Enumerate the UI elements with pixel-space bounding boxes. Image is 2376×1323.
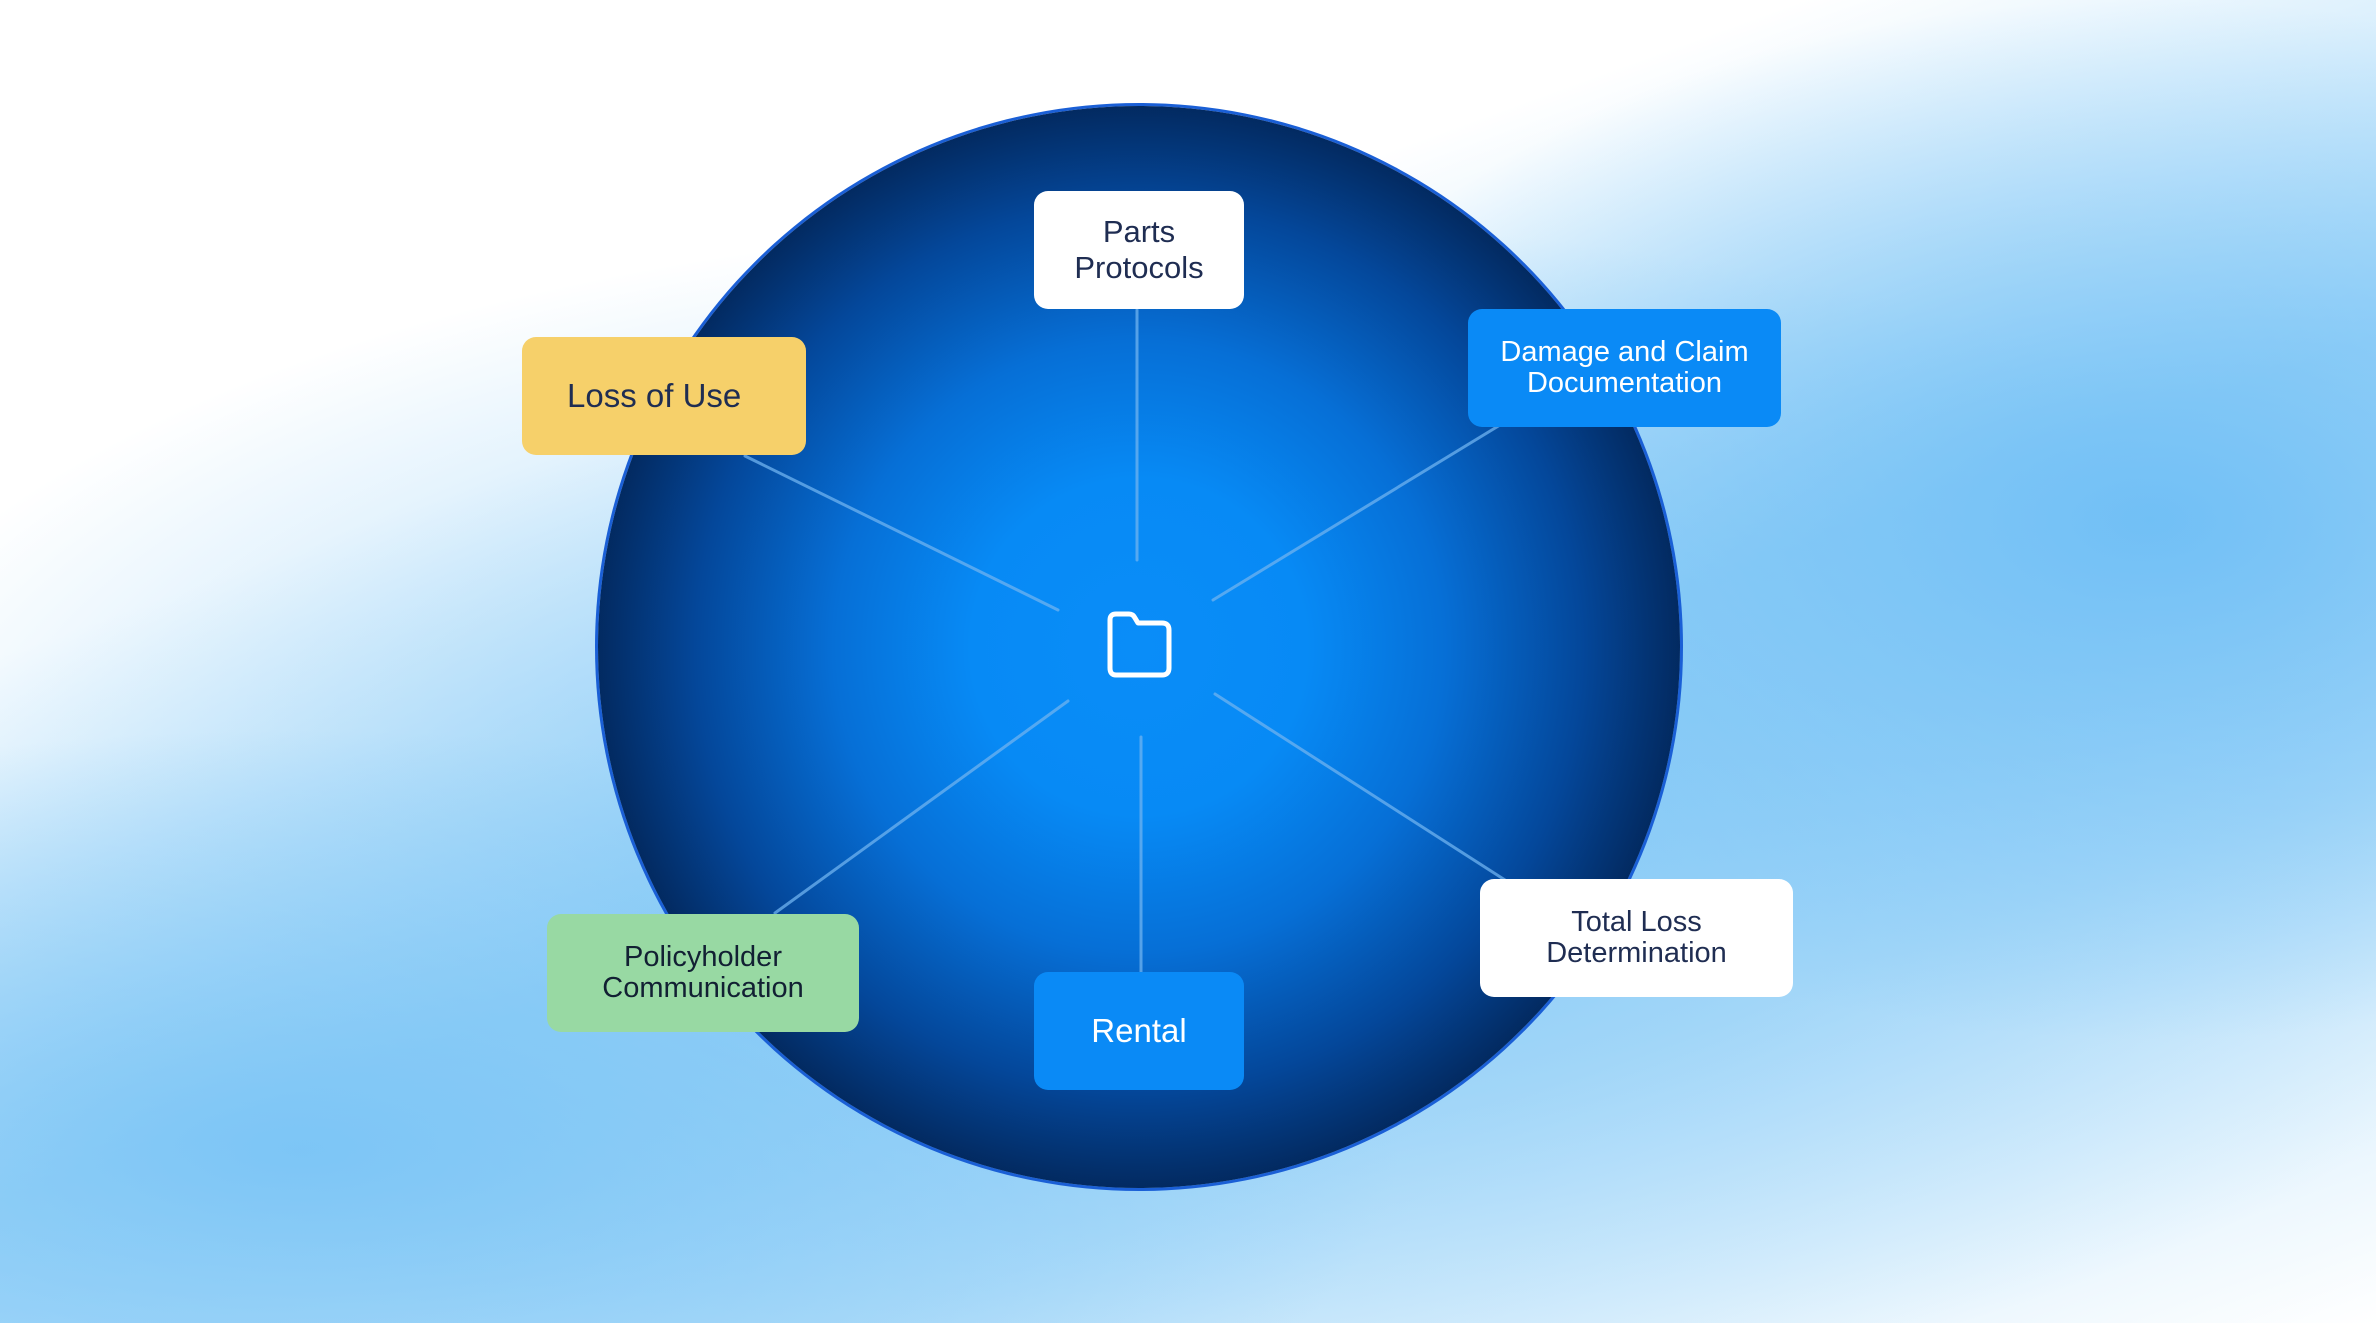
folder-icon [1107, 611, 1172, 678]
node-total-loss-determination[interactable]: Total Loss Determination [1480, 879, 1793, 997]
node-loss-of-use[interactable]: Loss of Use [522, 337, 806, 455]
connector-policyholder [773, 699, 1070, 915]
node-damage-claim-documentation[interactable]: Damage and Claim Documentation [1468, 309, 1781, 427]
connector-damage-claim [1211, 423, 1502, 602]
node-policyholder-label: Policyholder Communication [602, 941, 804, 1004]
connector-loss-of-use [743, 454, 1060, 612]
node-policyholder-communication[interactable]: Policyholder Communication [547, 914, 859, 1032]
node-parts-protocols-label: Parts Protocols [1074, 214, 1204, 285]
node-damage-claim-label: Damage and Claim Documentation [1500, 336, 1749, 399]
node-loss-of-use-label: Loss of Use [567, 377, 742, 414]
node-total-loss-label: Total Loss Determination [1546, 906, 1727, 969]
node-rental-label: Rental [1091, 1012, 1187, 1049]
node-rental[interactable]: Rental [1034, 972, 1244, 1090]
node-parts-protocols[interactable]: Parts Protocols [1034, 191, 1244, 309]
connector-total-loss [1213, 692, 1507, 882]
